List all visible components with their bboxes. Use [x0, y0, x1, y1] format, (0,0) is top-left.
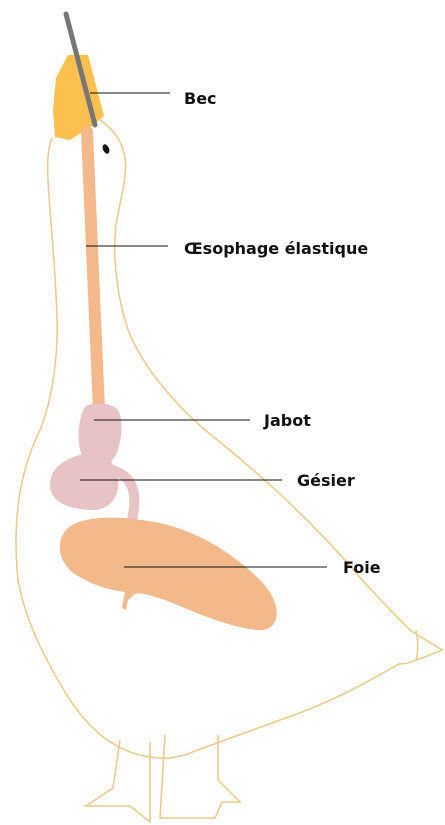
label-esophagus: Œsophage élastique — [184, 239, 368, 258]
label-gizzard: Gésier — [297, 471, 355, 490]
eye — [101, 143, 111, 155]
label-beak: Bec — [184, 89, 217, 108]
label-liver: Foie — [343, 558, 381, 577]
left-leg — [86, 740, 150, 822]
label-crop: Jabot — [263, 411, 311, 430]
liver — [60, 518, 277, 630]
crop — [79, 404, 122, 467]
esophagus — [87, 132, 99, 410]
right-leg — [160, 735, 240, 818]
